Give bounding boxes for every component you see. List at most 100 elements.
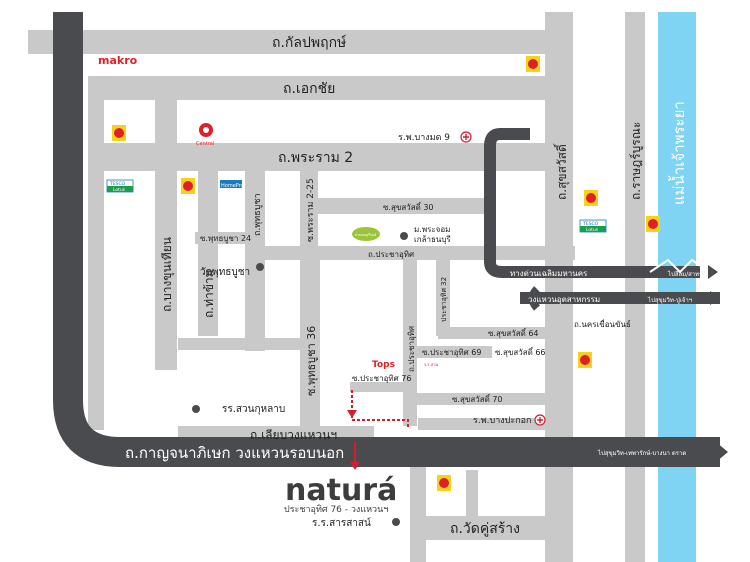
- arrow-up-icon: [58, 12, 78, 28]
- road-kanlapaphruek: [28, 30, 573, 54]
- river-label: แม่น้ำเจ้าพระยา: [668, 101, 688, 205]
- project-logo: naturá: [285, 473, 397, 508]
- road-label-sukhasawat-30: ซ.สุขสวัสดิ์ 30: [383, 201, 434, 212]
- school-sarasas-label: ร.ร.สารสาสน์: [312, 517, 371, 529]
- road-label-kanlapaphruek: ถ.กัลปพฤกษ์: [272, 34, 347, 51]
- school-marker-icon: [392, 518, 400, 526]
- road-phutthabucha-36: [300, 256, 320, 436]
- hospital-bangpakok-label: ร.พ.บางปะกอก: [473, 416, 532, 426]
- road-pracha-uthit-vertical: [403, 256, 417, 426]
- bigc-icon: [584, 190, 598, 206]
- road-label-wat-khu-sang: ถ.วัดคู่สร้าง: [450, 521, 520, 537]
- tops-sublabel: ร.ร.สวน: [424, 362, 439, 367]
- hospital-icon: [460, 131, 472, 143]
- makro-logo: makro: [98, 54, 138, 67]
- bigc-icon: [646, 216, 660, 232]
- tops-logo: Tops: [372, 360, 395, 370]
- route-to-project: [351, 390, 409, 428]
- lotus-label: Lotus: [586, 227, 599, 233]
- chao-phraya-river: [658, 12, 696, 562]
- road-rama2-25: [300, 171, 318, 256]
- hospital-bangmod9-label: ร.พ.บางมด 9: [398, 133, 450, 143]
- road-left-edge: [88, 100, 104, 430]
- road-left-loop: [178, 338, 306, 350]
- road-label-ekkachai: ถ.เอกชัย: [283, 81, 335, 97]
- big-c-icons: [112, 56, 660, 491]
- tesco-label: TESCO: [109, 181, 126, 187]
- road-label-phutthabucha: ถ.พุทธบูชา: [253, 193, 263, 236]
- homepro-label: HomePro: [221, 183, 244, 189]
- wat-marker-icon: [256, 263, 264, 271]
- road-label-pracha-uthit-main: ถ.ประชาอุทิศ: [368, 250, 414, 259]
- road-label-kanchanaphisek: ถ.กาญจนาภิเษก วงแหวนรอบนอก: [125, 444, 344, 462]
- road-tha-kham: [198, 171, 218, 336]
- road-label-ratburana: ถ.ราษฎร์บูรณะ: [629, 122, 644, 200]
- road-wat-khu-sang: [410, 516, 550, 540]
- park-icon: [352, 227, 380, 241]
- kmutt-label: ม.พระจอม: [414, 225, 450, 234]
- road-label-sukhasawat-70: ซ.สุขสวัสดิ์ 70: [452, 393, 503, 404]
- road-label-sukhasawat-64: ซ.สุขสวัสดิ์ 64: [488, 327, 539, 338]
- kmutt-label-line2: เกล้าธนบุรี: [414, 235, 451, 244]
- road-bang-khun-thian: [155, 100, 177, 370]
- road-label-phutthabucha-36: ซ.พุทธบูชา 36: [305, 326, 318, 396]
- road-label-pracha-uthit-76: ซ.ประชาอุทิศ 76: [352, 374, 411, 383]
- central-label: Central: [196, 141, 214, 147]
- direction-to-silom: ไปสีลม/สาทร: [667, 270, 703, 278]
- kanchanaphisek-ring-road: [53, 12, 720, 467]
- road-label-rama2: ถ.พระราม 2: [278, 150, 353, 166]
- road-pracha-uthit-32: [436, 256, 450, 336]
- kmutt-marker-icon: [400, 232, 408, 240]
- direction-to-sukhumvit-bangna: ไปสุขุมวิท-เทพารักษ์-บางนา ตราด: [597, 449, 686, 457]
- route-arrow-icon: [347, 410, 357, 418]
- road-south-soi: [466, 470, 478, 520]
- road-label-pracha-uthit-69: ซ.ประชาอุทิศ 69: [422, 348, 481, 357]
- arrow-right-icon: [716, 442, 728, 462]
- road-phutthabucha: [245, 171, 265, 351]
- road-label-nakhon-khuean-khan: ถ.นครเขื่อนขันธ์: [574, 318, 631, 329]
- road-sukhasawat-64: [438, 327, 546, 339]
- hospital-icon: [534, 414, 546, 426]
- road-pracha-uthit-69: [412, 346, 492, 358]
- central-icon: [199, 123, 213, 137]
- school-marker-icon: [192, 405, 200, 413]
- road-sukhasawat-30: [318, 198, 496, 214]
- road-lower-link: [418, 418, 546, 430]
- park-label: สวนธนบุรีรมย์: [355, 232, 376, 238]
- route-arrow-icon: [350, 462, 360, 470]
- road-south-pracha: [410, 445, 426, 562]
- road-label-liap-wongwaen: ถ.เลียบวงแหวนฯ: [250, 428, 337, 442]
- road-ekkachai: [88, 76, 573, 100]
- project-subtitle: ประชาอุทิศ 76 - วงแหวนฯ: [284, 504, 388, 515]
- road-label-pracha-uthit-vertical: ถ.ประชาอุทิศ: [407, 326, 416, 372]
- tesco-label: TESCO: [582, 221, 599, 227]
- road-pracha-uthit-76: [350, 382, 412, 392]
- road-label-phutthabucha-24: ซ.พุทธบูชา 24: [200, 234, 251, 244]
- school-suan-kulab-label: รร.สวนกุหลาบ: [222, 404, 285, 415]
- bridge-icon: [649, 258, 711, 274]
- bigc-icon: [112, 125, 126, 141]
- road-ratburana: [625, 12, 645, 562]
- wat-phutthabucha-label: วัดพุทธบูชา: [200, 267, 250, 278]
- bigc-icon: [578, 352, 592, 368]
- lotus-label: Lotus: [113, 187, 126, 193]
- road-label-sukhasawat-main: ถ.สุขสวัสดิ์: [553, 143, 570, 200]
- road-sukhasawat-70: [412, 393, 546, 405]
- chalerm-maha-nakhon-expressway: [484, 128, 700, 278]
- road-label-tha-kham: ถ.ท่าข้าม: [202, 269, 216, 318]
- road-label-bang-khun-thian: ถ.บางขุนเทียน: [160, 237, 175, 312]
- road-label-pracha-uthit-32: ประชาอุทิศ 32: [440, 277, 448, 322]
- bigc-icon: [526, 56, 540, 72]
- road-label-chalerm-maha-nakhon: ทางด่วนเฉลิมมหานคร: [510, 269, 588, 278]
- homepro-icon: [220, 180, 242, 188]
- bigc-icon: [437, 475, 451, 491]
- direction-to-sukhumvit-puchao: ไปสุขุมวิท-ปู่เจ้าฯ: [647, 296, 692, 304]
- road-label-rama2-25: ซ.พระราม 2-25: [306, 178, 316, 242]
- road-sukhasawat-main: [545, 12, 573, 562]
- road-label-industrial-ring: วงแหวนอุตสาหกรรม: [528, 295, 600, 304]
- road-label-sukhasawat-66: ซ.สุขสวัสดิ์ 66: [495, 346, 546, 357]
- arrow-right-icon: [708, 265, 718, 279]
- expressways: [53, 12, 728, 467]
